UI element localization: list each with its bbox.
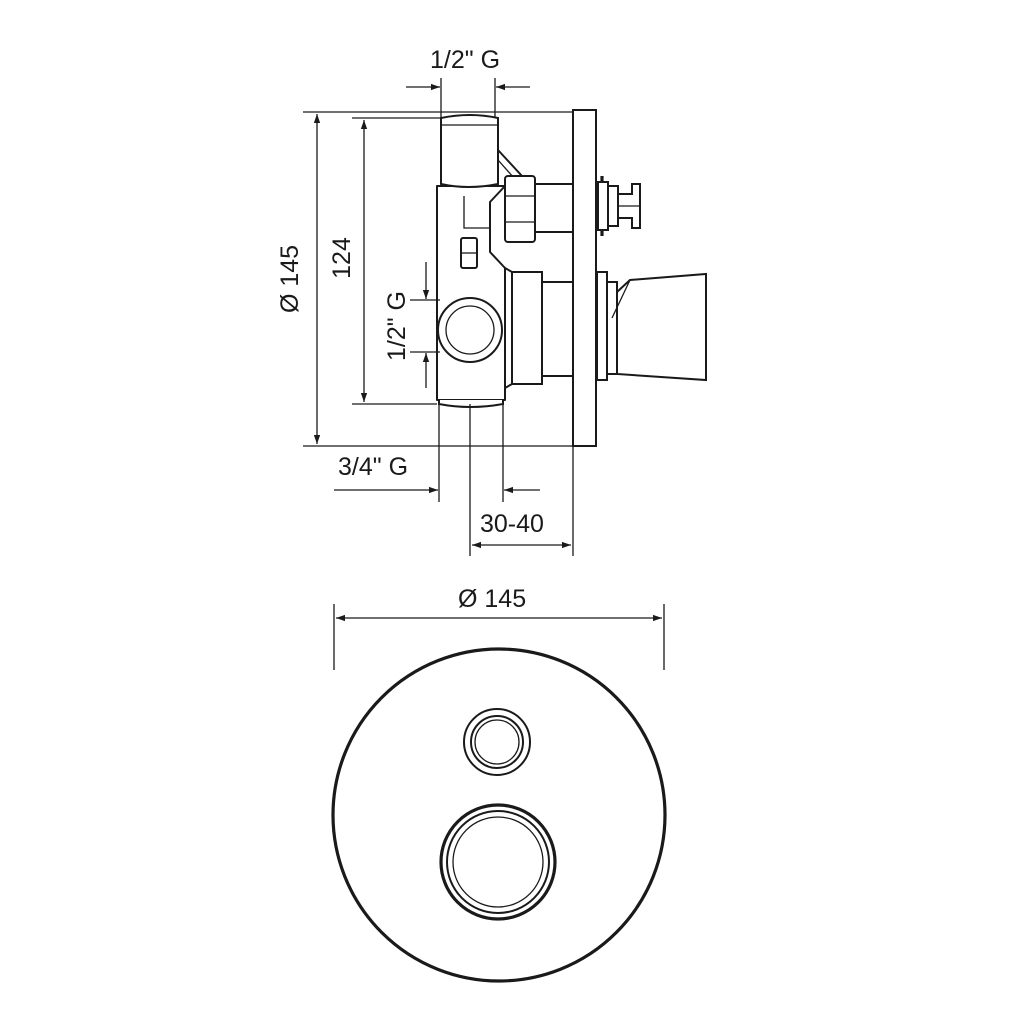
wall-depth-label: 30-40 [480,510,544,538]
valve-body [436,185,506,401]
side-outlet-label: 1/2" G [383,291,411,361]
bottom-inlet-pipe [438,400,504,408]
upper-cartridge [504,175,536,243]
side-view: 1/2" G Ø 145 124 1/2" G 3/4" G 30-40 [276,46,707,556]
mixer-knob [439,803,557,921]
diverter-knob [597,176,641,236]
cover-plate [331,647,667,983]
bottom-inlet-label: 3/4" G [338,453,408,481]
top-inlet-label: 1/2" G [430,46,500,74]
plate-diameter-label: Ø 145 [458,585,526,613]
lower-cartridge [504,266,513,390]
mixer-handle [596,271,707,382]
body-height-label: 124 [328,237,356,279]
front-view: Ø 145 [331,585,667,983]
side-outlet-port [437,297,503,363]
diverter-button [463,708,531,776]
cover-plate-profile [572,109,597,447]
overall-diameter-label: Ø 145 [276,245,304,313]
top-inlet-pipe [440,114,499,188]
